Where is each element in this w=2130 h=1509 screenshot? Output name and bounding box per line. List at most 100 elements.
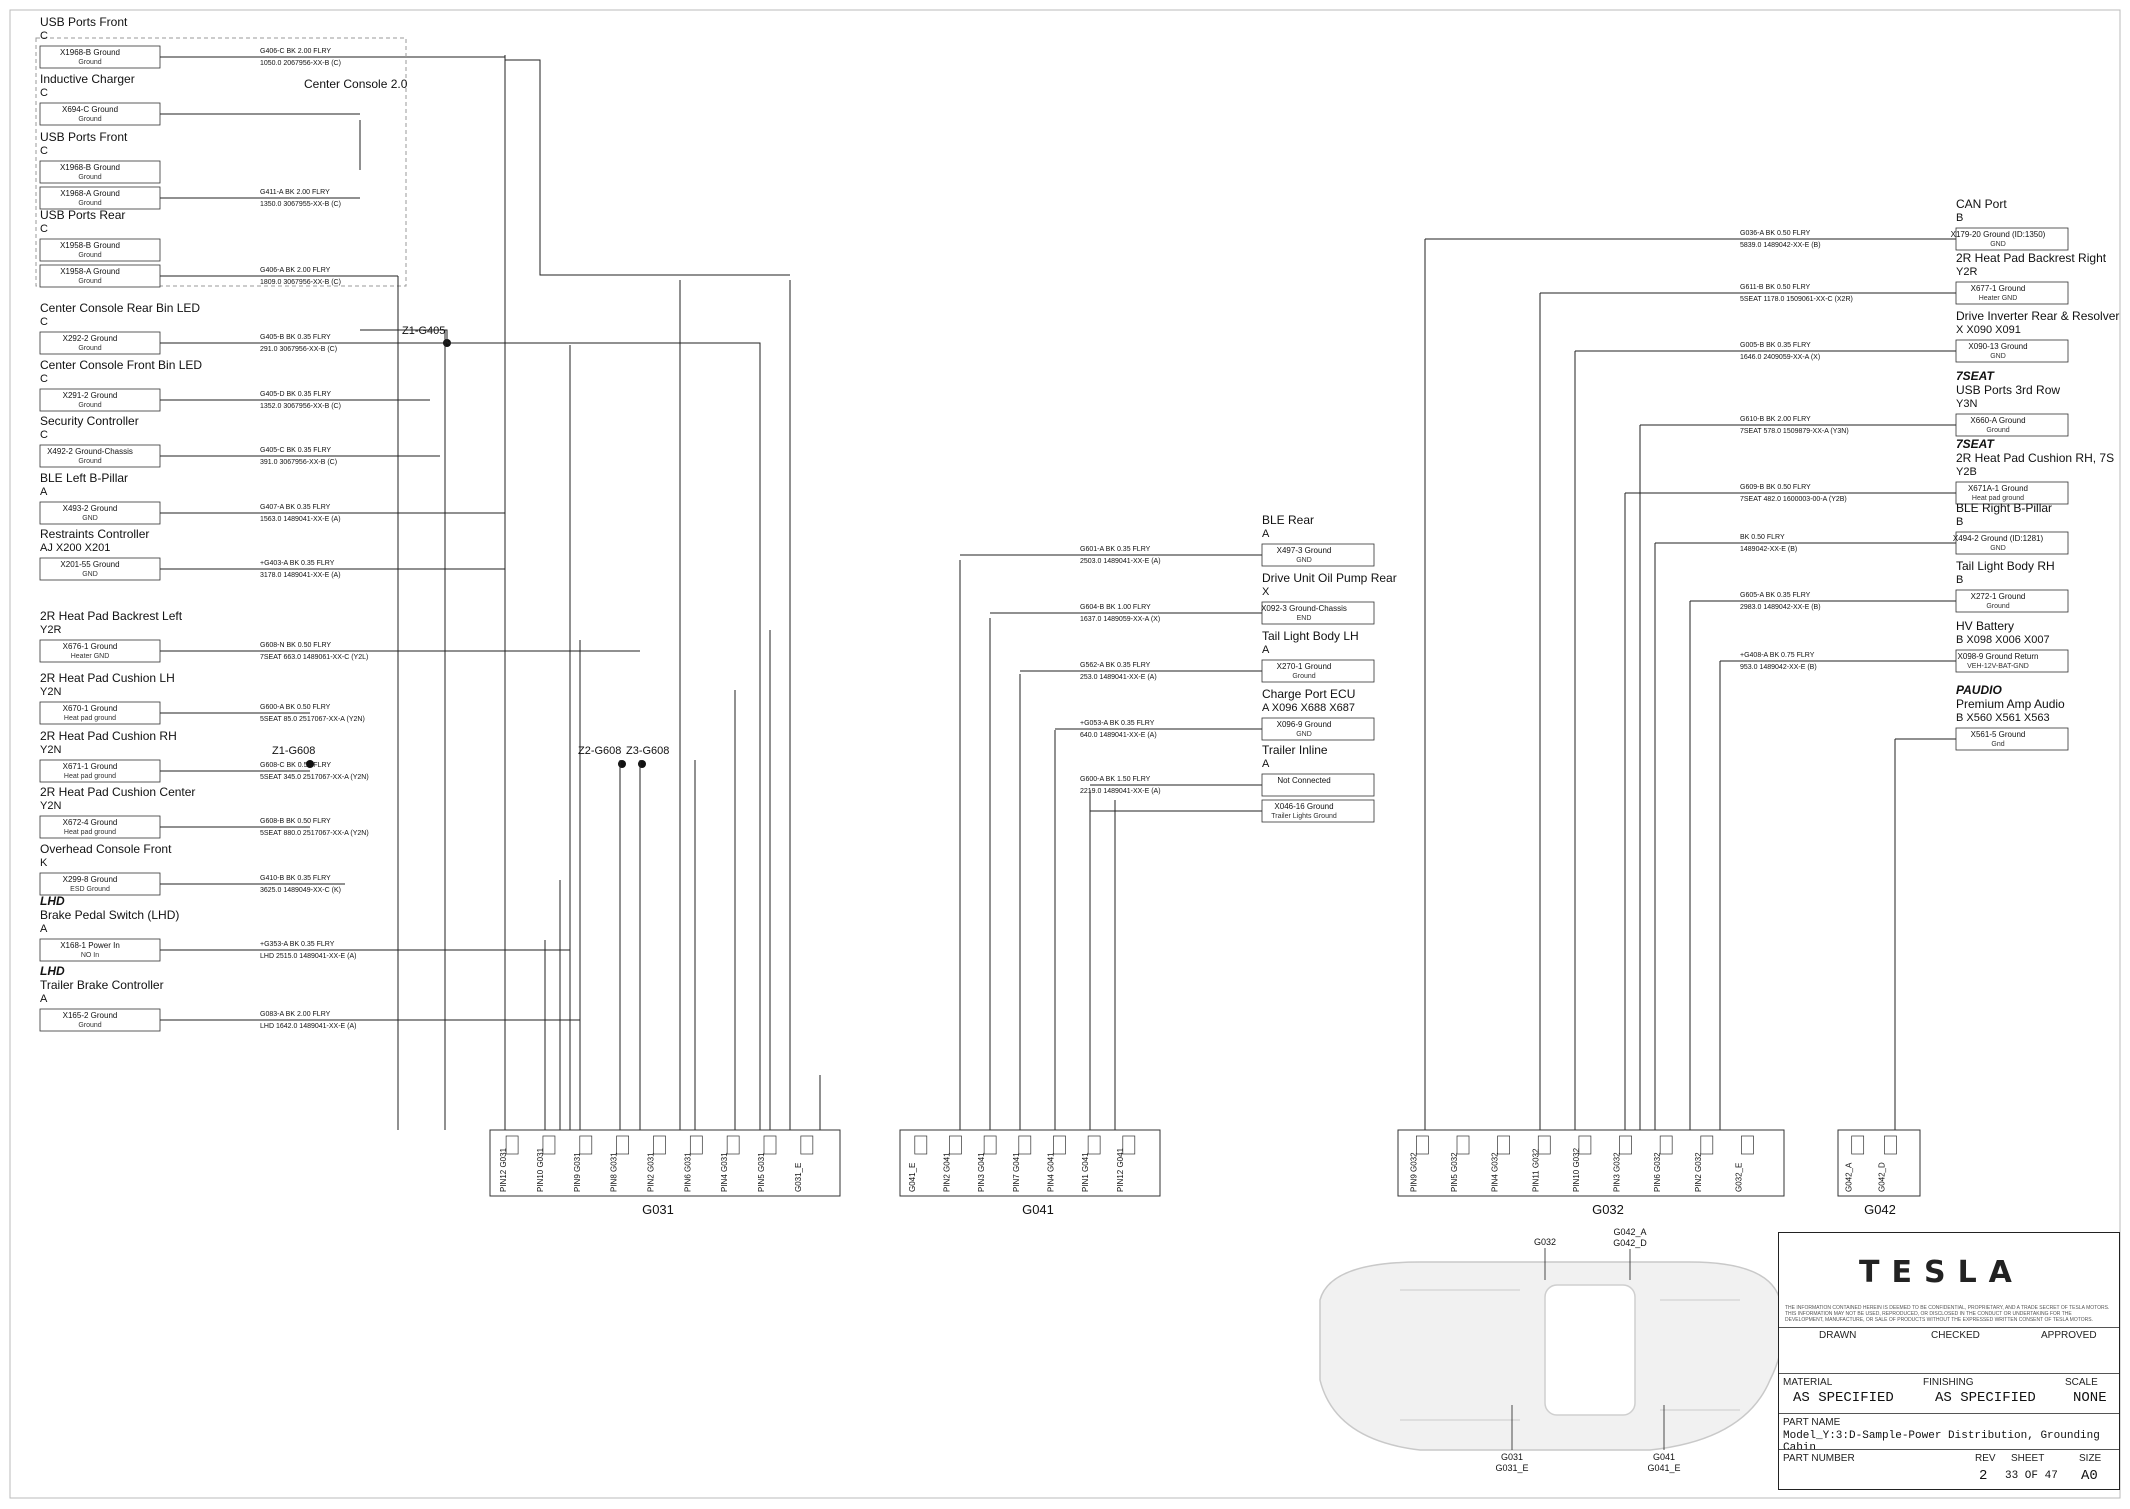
connectors_right-pin-name: X561-5 Ground xyxy=(1971,730,2026,739)
bus-pin-box xyxy=(1018,1135,1032,1155)
connectors_mid-title: BLE Rear xyxy=(1262,513,1314,527)
connectors_left-pin-box xyxy=(39,186,161,210)
connectors_mid-code: A xyxy=(1262,758,1270,770)
wire xyxy=(505,59,790,276)
wire-label: G036-A BK 0.50 FLRY xyxy=(1740,230,1811,237)
bus-pin-box xyxy=(1659,1135,1673,1155)
bus-pin-label: G041_E xyxy=(908,1163,917,1192)
bus-pin-box xyxy=(1456,1135,1470,1155)
connectors_left-pin-name: X292-2 Ground xyxy=(63,334,118,343)
bus-pin-box xyxy=(914,1135,928,1155)
connectors_right-tag: 7SEAT xyxy=(1956,437,1995,451)
connectors_mid-pin-func: GND xyxy=(1296,731,1312,738)
scale-value: NONE xyxy=(2073,1390,2107,1406)
connectors_left-pin-func: NO In xyxy=(81,952,99,959)
connectors_left-code: C xyxy=(40,373,48,385)
sheet-value: 33 OF 47 xyxy=(2005,1470,2058,1482)
wire-label: G608-N BK 0.50 FLRY xyxy=(260,642,331,649)
bus-pin-box xyxy=(579,1135,593,1155)
connectors_left-pin-name: X291-2 Ground xyxy=(63,391,118,400)
connectors_left-pin-name: X671-1 Ground xyxy=(63,762,118,771)
wire-spec: 7SEAT 482.0 1600003-00-A (Y2B) xyxy=(1740,496,1847,503)
wire-label: G609-B BK 0.50 FLRY xyxy=(1740,484,1811,491)
connectors_right-code: Y2B xyxy=(1956,466,1977,478)
material-row: MATERIAL AS SPECIFIED FINISHING AS SPECI… xyxy=(1779,1373,2119,1414)
bus-pin-label: PIN12 G041 xyxy=(1116,1147,1125,1192)
wire-spec: 5SEAT 85.0 2517067-XX-A (Y2N) xyxy=(260,716,365,723)
wire-label: G600-A BK 0.50 FLRY xyxy=(260,704,331,711)
bus-pin-box xyxy=(1700,1135,1714,1155)
connectors_right-pin-func: VEH-12V-BAT-GND xyxy=(1967,663,2029,670)
connectors_left-pin-name: X299-8 Ground xyxy=(63,875,118,884)
connectors_right-pin-name: X677-1 Ground xyxy=(1971,284,2026,293)
part-name-value: Model_Y:3:D-Sample-Power Distribution, G… xyxy=(1783,1430,2100,1454)
connectors_left-code: Y2N xyxy=(40,800,61,812)
bus-pin-box xyxy=(1851,1135,1865,1155)
connectors_left-pin-box xyxy=(39,938,161,962)
connectors_right-code: B X098 X006 X007 xyxy=(1956,634,2050,646)
connectors_left-code: C xyxy=(40,145,48,157)
part-name-label: PART NAME xyxy=(1783,1417,1841,1428)
size-value: A0 xyxy=(2081,1468,2098,1484)
wire-label: +G403-A BK 0.35 FLRY xyxy=(260,560,335,567)
connectors_left-pin-func: Ground xyxy=(78,59,101,66)
connectors_left-title: 2R Heat Pad Backrest Left xyxy=(40,609,183,623)
bus-pin-label: PIN8 G031 xyxy=(610,1152,619,1192)
connectors_left-code: C xyxy=(40,223,48,235)
part-number-label: PART NUMBER xyxy=(1783,1453,1855,1464)
wire-label: G600-A BK 1.50 FLRY xyxy=(1080,776,1151,783)
wire-label: G610-B BK 2.00 FLRY xyxy=(1740,416,1811,423)
connectors_left-pin-name: X672-4 Ground xyxy=(63,818,118,827)
connectors_left-pin-name: X676-1 Ground xyxy=(63,642,118,651)
connectors_right-pin-name: X494-2 Ground (ID:1281) xyxy=(1953,534,2044,543)
bus-pin-label: PIN5 G031 xyxy=(757,1152,766,1192)
connectors_left-pin-box xyxy=(39,557,161,581)
bus-pin-label: PIN3 G041 xyxy=(977,1152,986,1192)
connectors_right-code: Y3N xyxy=(1956,398,1977,410)
vehicle-label-g042a: G042_A xyxy=(1613,1227,1646,1237)
connectors_left-code: C xyxy=(40,316,48,328)
connectors_left-title: USB Ports Rear xyxy=(40,208,125,222)
wire-label: G611-B BK 0.50 FLRY xyxy=(1740,284,1810,291)
wire-label: G405-C BK 0.35 FLRY xyxy=(260,447,331,454)
wire-label: +G353-A BK 0.35 FLRY xyxy=(260,941,335,948)
part-name-row: PART NAME Model_Y:3:D-Sample-Power Distr… xyxy=(1779,1413,2119,1454)
connectors_left-pin-box xyxy=(39,388,161,412)
material-label: MATERIAL xyxy=(1783,1377,1833,1388)
connectors_left-pin-name: X165-2 Ground xyxy=(63,1011,118,1020)
vehicle-label-g041: G041 xyxy=(1653,1452,1675,1462)
connectors_left-title: Inductive Charger xyxy=(40,72,135,86)
connectors_left-pin-func: Ground xyxy=(78,174,101,181)
wire-label: +G408-A BK 0.75 FLRY xyxy=(1740,652,1815,659)
connectors_left-pin-name: X670-1 Ground xyxy=(63,704,118,713)
bus-pin-box xyxy=(1122,1135,1136,1155)
connectors_right-pin-func: Ground xyxy=(1986,603,2009,610)
connectors_left-title: USB Ports Front xyxy=(40,15,128,29)
connectors_right-title: Premium Amp Audio xyxy=(1956,697,2065,711)
connectors_left-title: Overhead Console Front xyxy=(40,842,172,856)
connectors_left-pin-box xyxy=(39,872,161,896)
connectors_left-pin-box xyxy=(39,238,161,262)
connectors_left-pin-func: Ground xyxy=(78,458,101,465)
connectors_left-pin-name: X493-2 Ground xyxy=(63,504,118,513)
bus-pin-label: PIN6 G032 xyxy=(1653,1152,1662,1192)
connectors_left-code: C xyxy=(40,429,48,441)
wire-spec: 3178.0 1489041-XX-E (A) xyxy=(260,572,341,579)
connectors_left-title: 2R Heat Pad Cushion Center xyxy=(40,785,195,799)
wire-label: G604-B BK 1.00 FLRY xyxy=(1080,604,1151,611)
connectors_mid-code: A xyxy=(1262,644,1270,656)
wire-label: G601-A BK 0.35 FLRY xyxy=(1080,546,1151,553)
connectors_right-pin-name: X671A-1 Ground xyxy=(1968,484,2028,493)
wire-spec: 7SEAT 578.0 1509879-XX-A (Y3N) xyxy=(1740,428,1849,435)
bus-bar-label: G031 xyxy=(642,1202,674,1217)
bus-pin-label: PIN11 G032 xyxy=(1531,1148,1540,1192)
connectors_right-title: 2R Heat Pad Backrest Right xyxy=(1956,251,2107,265)
title-block: TESLA THE INFORMATION CONTAINED HEREIN I… xyxy=(1778,1232,2120,1490)
splice-node xyxy=(618,760,626,768)
approved-label: APPROVED xyxy=(2041,1330,2097,1341)
connectors_right-pin-name: X660-A Ground xyxy=(1970,416,2025,425)
bus-pin-label: PIN4 G041 xyxy=(1046,1152,1055,1192)
connectors_left-title: 2R Heat Pad Cushion RH xyxy=(40,729,177,743)
connectors_left-pin-name: X1958-A Ground xyxy=(60,267,120,276)
